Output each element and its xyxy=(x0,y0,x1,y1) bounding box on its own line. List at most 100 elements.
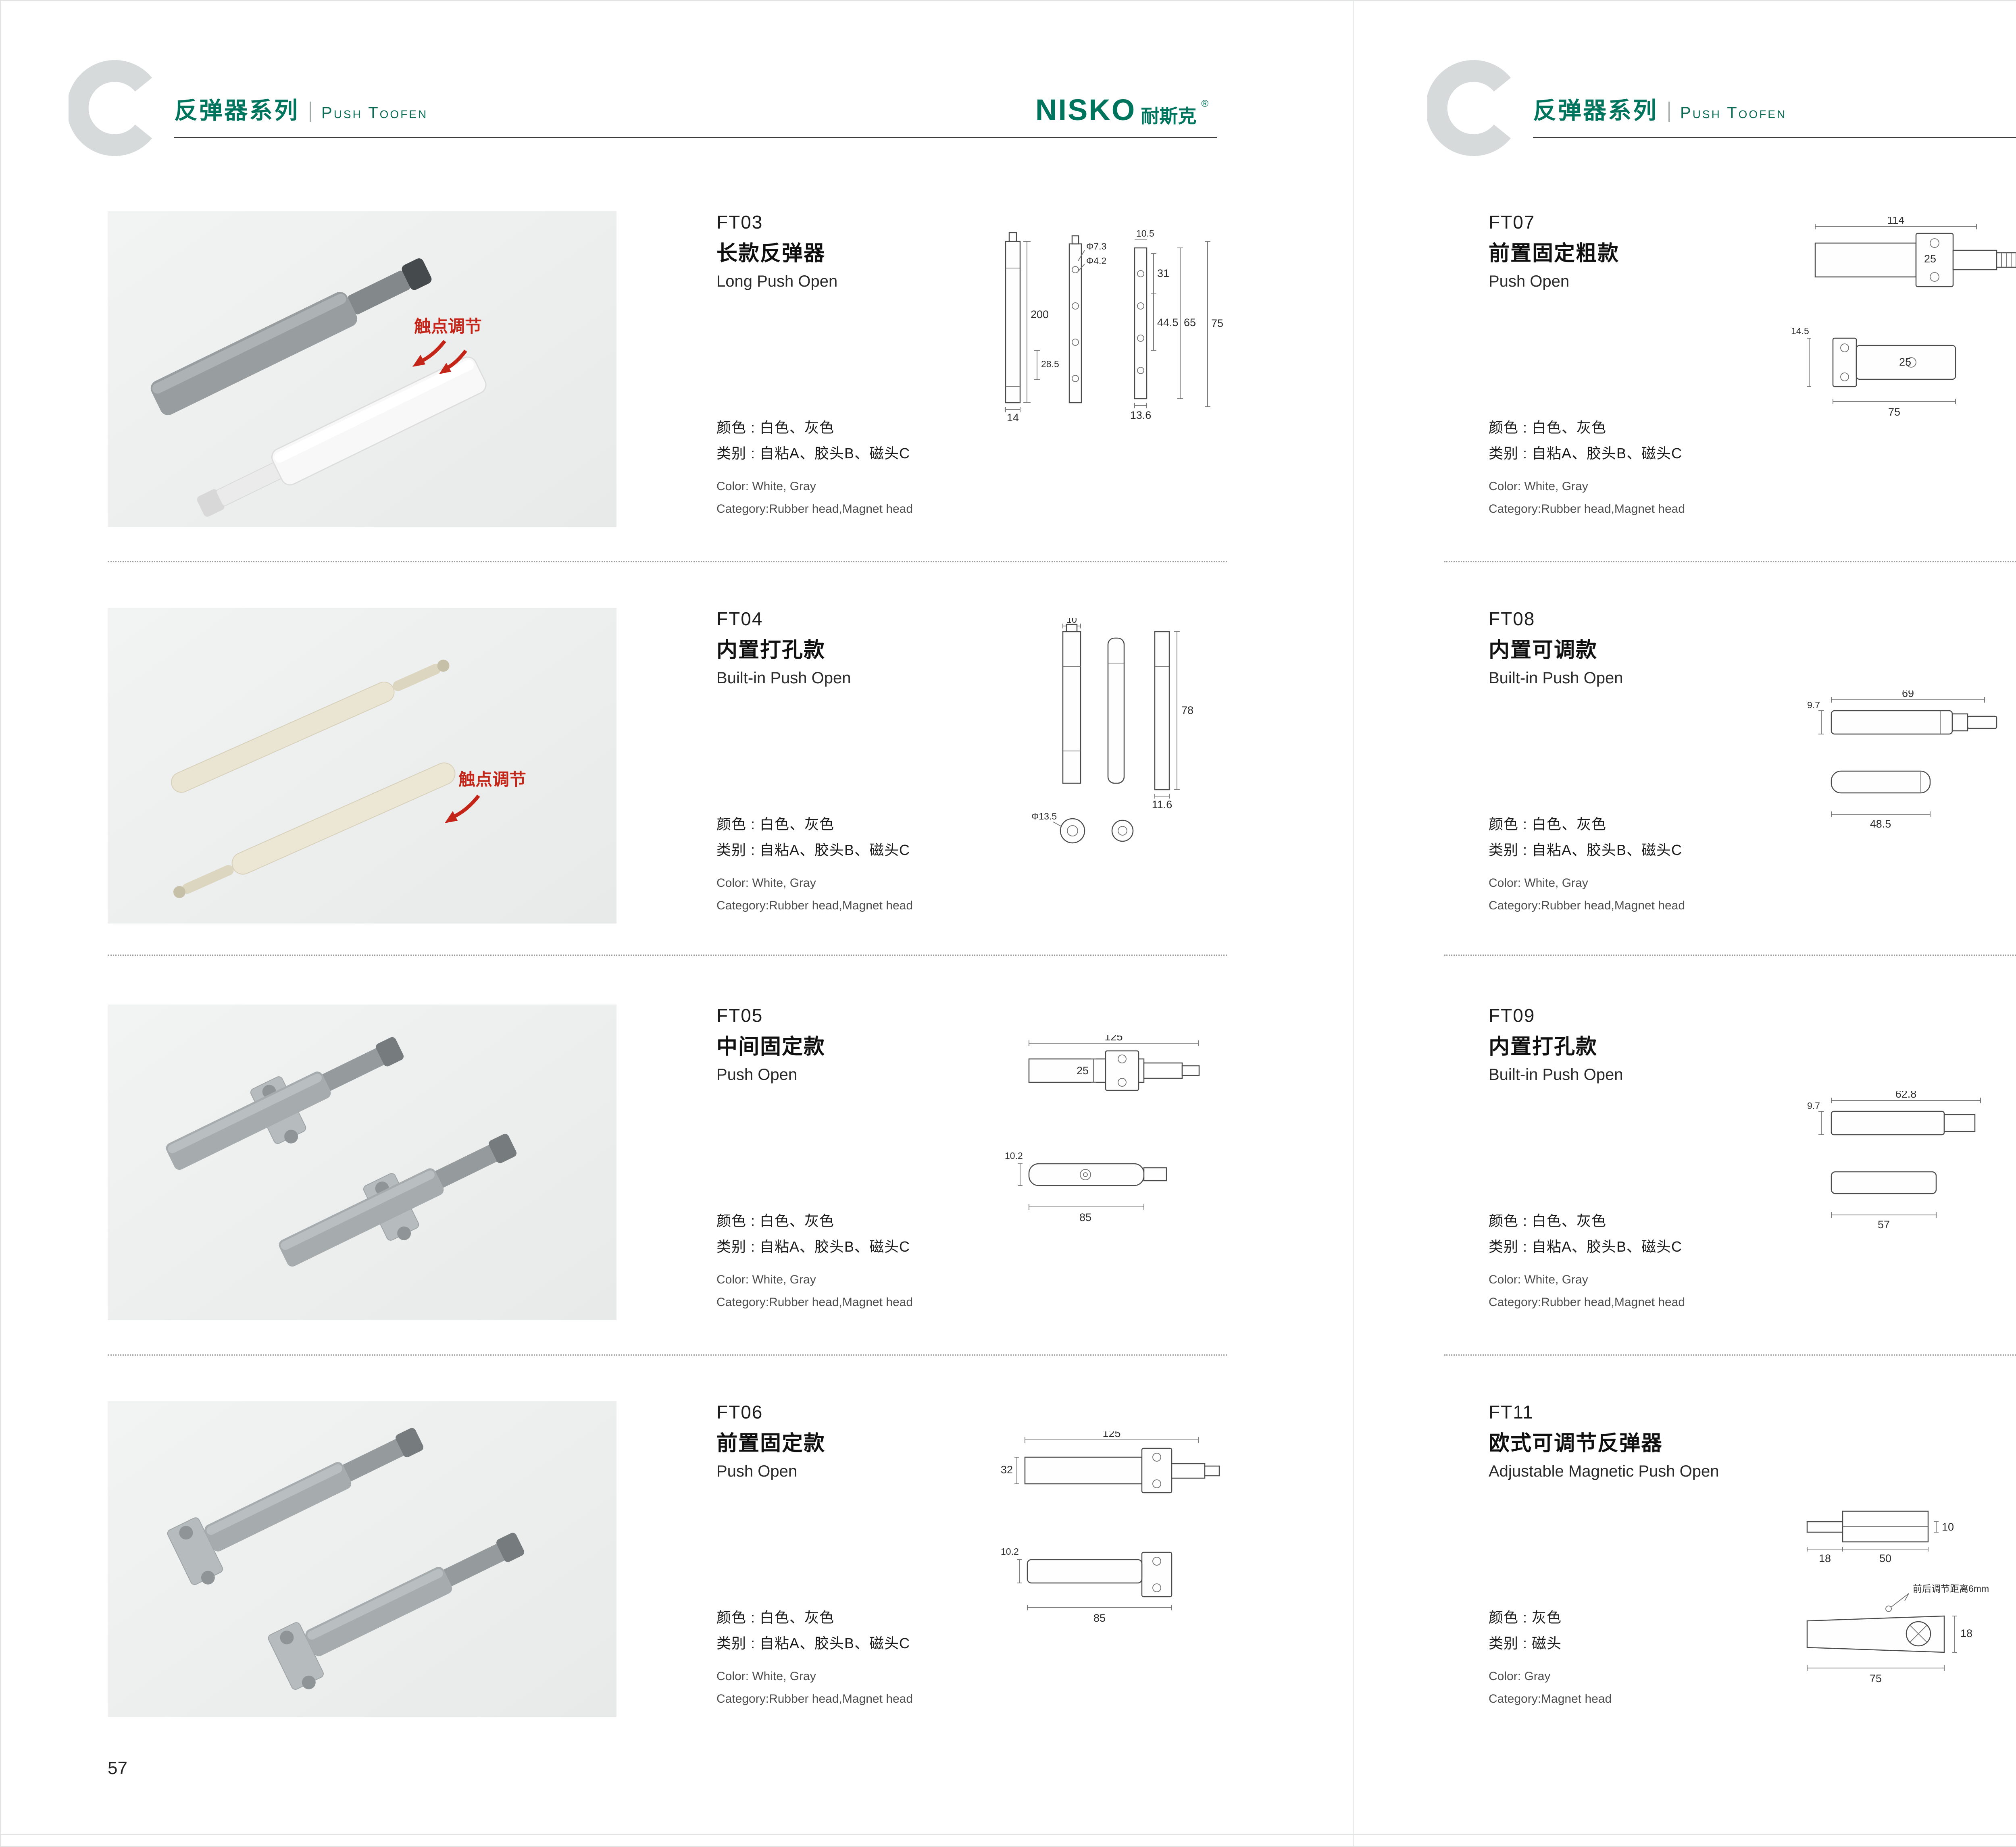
product-code: FT06 xyxy=(716,1402,763,1423)
product-photo: 触点调节 xyxy=(108,608,616,924)
page-title: 反弹器系列 Push Toofen xyxy=(174,99,428,123)
dim-label: 75 xyxy=(1870,1672,1882,1685)
push-latch-image xyxy=(279,1134,517,1267)
tech-drawing-ft09: 62.8 9.7 57 xyxy=(1807,1091,1981,1231)
product-row-ft04: 触点调节 FT04 内置打孔款 Built-in Push Open 颜色 : … xyxy=(1,608,1353,1005)
product-photo xyxy=(108,1005,616,1320)
photo-annotation: 触点调节 xyxy=(458,770,526,789)
product-name-en: Built-in Push Open xyxy=(716,669,851,687)
dim-label: 75 xyxy=(1888,406,1900,418)
series-title-cn: 反弹器系列 xyxy=(174,98,300,124)
dim-label: 78 xyxy=(1181,704,1193,716)
spec-category-cn: 类别 : 自粘A、胶头B、磁头C xyxy=(716,1635,910,1651)
page-gutter-divider xyxy=(1353,1,1354,1846)
adjust-arrow-icon xyxy=(445,795,480,823)
product-name-cn: 欧式可调节反弹器 xyxy=(1489,1432,1663,1455)
dim-label: 31 xyxy=(1157,267,1169,279)
dim-label: 85 xyxy=(1079,1211,1091,1223)
dim-label: 9.7 xyxy=(1807,700,1820,710)
product-name-cn: 内置打孔款 xyxy=(716,639,826,662)
brand-logo: NISKO 耐斯克 ® xyxy=(1035,95,1208,128)
product-photo xyxy=(108,1401,616,1717)
dim-label: 50 xyxy=(1879,1552,1891,1564)
spec-category-en: Category:Rubber head,Magnet head xyxy=(716,1692,913,1706)
product-name-en: Adjustable Magnetic Push Open xyxy=(1489,1462,1719,1480)
dim-label: 25 xyxy=(1924,253,1936,265)
spec-category-en: Category:Rubber head,Magnet head xyxy=(716,899,913,912)
dim-label: 125 xyxy=(1102,1431,1120,1439)
spec-color-en: Color: White, Gray xyxy=(716,1273,816,1286)
dim-label: Φ4.2 xyxy=(1086,256,1106,266)
dim-label: 48.5 xyxy=(1870,818,1891,830)
row-separator xyxy=(1444,561,2016,562)
push-latch-image xyxy=(167,1428,424,1585)
spec-color-cn: 颜色 : 白色、灰色 xyxy=(716,419,835,436)
dim-label: 10 xyxy=(1942,1521,1954,1533)
spec-category-en: Category:Rubber head,Magnet head xyxy=(1489,899,1685,912)
header-rule xyxy=(174,137,1217,138)
product-code: FT03 xyxy=(716,212,763,233)
product-name-cn: 长款反弹器 xyxy=(716,242,826,265)
spec-category-en: Category:Rubber head,Magnet head xyxy=(1489,1296,1685,1309)
product-code: FT05 xyxy=(716,1005,763,1026)
product-name-cn: 内置打孔款 xyxy=(1489,1035,1598,1059)
spec-category-en: Category:Rubber head,Magnet head xyxy=(716,1296,913,1309)
dim-label: 69 xyxy=(1902,691,1914,699)
dim-label: 9.7 xyxy=(1807,1100,1820,1111)
dim-label: 14 xyxy=(1007,412,1019,423)
spec-category-en: Category:Rubber head,Magnet head xyxy=(716,502,913,516)
product-row-ft07: FT07 前置固定粗款 Push Open 颜色 : 白色、灰色 类别 : 自粘… xyxy=(1353,211,2016,608)
row-separator xyxy=(108,955,1227,956)
page-title: 反弹器系列 Push Toofen xyxy=(1533,99,1787,123)
dim-label: 200 xyxy=(1031,308,1049,320)
spec-category-cn: 类别 : 自粘A、胶头B、磁头C xyxy=(716,445,910,462)
push-latch-image xyxy=(268,1533,525,1690)
dim-label: 11.6 xyxy=(1152,799,1173,811)
row-separator xyxy=(1444,955,2016,956)
spec-color-en: Color: White, Gray xyxy=(716,480,816,493)
c-series-logo xyxy=(1427,60,1511,156)
dim-label: 10.2 xyxy=(1001,1546,1019,1557)
tech-drawing-ft04: 10 78 11.6 Φ13.5 xyxy=(1031,618,1193,844)
product-name-en: Push Open xyxy=(716,1462,798,1480)
spec-category-cn: 类别 : 自粘A、胶头B、磁头C xyxy=(716,842,910,858)
dim-label: 10.2 xyxy=(1005,1150,1023,1161)
spec-category-cn: 类别 : 磁头 xyxy=(1489,1635,1562,1651)
pen-device-image xyxy=(173,762,456,898)
registered-mark-icon: ® xyxy=(1201,98,1209,109)
series-title-en: Push Toofen xyxy=(321,104,428,122)
spec-category-cn: 类别 : 自粘A、胶头B、磁头C xyxy=(716,1238,910,1255)
spec-color-cn: 颜色 : 灰色 xyxy=(1489,1609,1562,1626)
spec-color-en: Color: White, Gray xyxy=(716,876,816,890)
product-name-en: Built-in Push Open xyxy=(1489,1066,1623,1084)
dim-label: 32 xyxy=(1001,1464,1013,1476)
row-separator xyxy=(108,1354,1227,1356)
push-latch-image xyxy=(166,1037,404,1170)
spec-category-cn: 类别 : 自粘A、胶头B、磁头C xyxy=(1489,842,1683,858)
tech-drawing-ft11: 10 18 50 前后调节距离6mm 18 75 xyxy=(1806,1510,1989,1685)
page-bottom-edge xyxy=(1,1834,2016,1835)
series-title-en: Push Toofen xyxy=(1680,104,1787,122)
product-name-en: Long Push Open xyxy=(716,272,838,290)
dim-label: 114 xyxy=(1887,217,1904,226)
header-rule xyxy=(1533,137,2016,138)
spec-color-en: Color: White, Gray xyxy=(1489,876,1588,890)
product-row-ft06: FT06 前置固定款 Push Open 颜色 : 白色、灰色 类别 : 自粘A… xyxy=(1,1401,1353,1798)
dim-label: 125 xyxy=(1104,1035,1123,1043)
tech-drawing-ft06: 125 32 10.2 85 xyxy=(1001,1431,1220,1624)
spec-category-cn: 类别 : 自粘A、胶头B、磁头C xyxy=(1489,1238,1683,1255)
product-name-cn: 前置固定粗款 xyxy=(1489,242,1620,265)
brand-wordmark: NISKO xyxy=(1035,93,1136,127)
dim-label: 65 xyxy=(1184,316,1196,329)
tech-drawing-ft05: 125 25 10.2 85 xyxy=(1005,1035,1200,1223)
spec-color-cn: 颜色 : 白色、灰色 xyxy=(716,1609,835,1626)
product-photo-ft05-image xyxy=(166,1037,517,1267)
dim-label: 10.5 xyxy=(1136,229,1154,239)
product-code: FT07 xyxy=(1489,212,1535,233)
spec-color-en: Color: Gray xyxy=(1489,1670,1551,1683)
spec-color-en: Color: White, Gray xyxy=(716,1670,816,1683)
product-photo: 触点调节 xyxy=(108,211,616,527)
product-name-en: Built-in Push Open xyxy=(1489,669,1623,687)
spec-category-en: Category:Magnet head xyxy=(1489,1692,1612,1706)
